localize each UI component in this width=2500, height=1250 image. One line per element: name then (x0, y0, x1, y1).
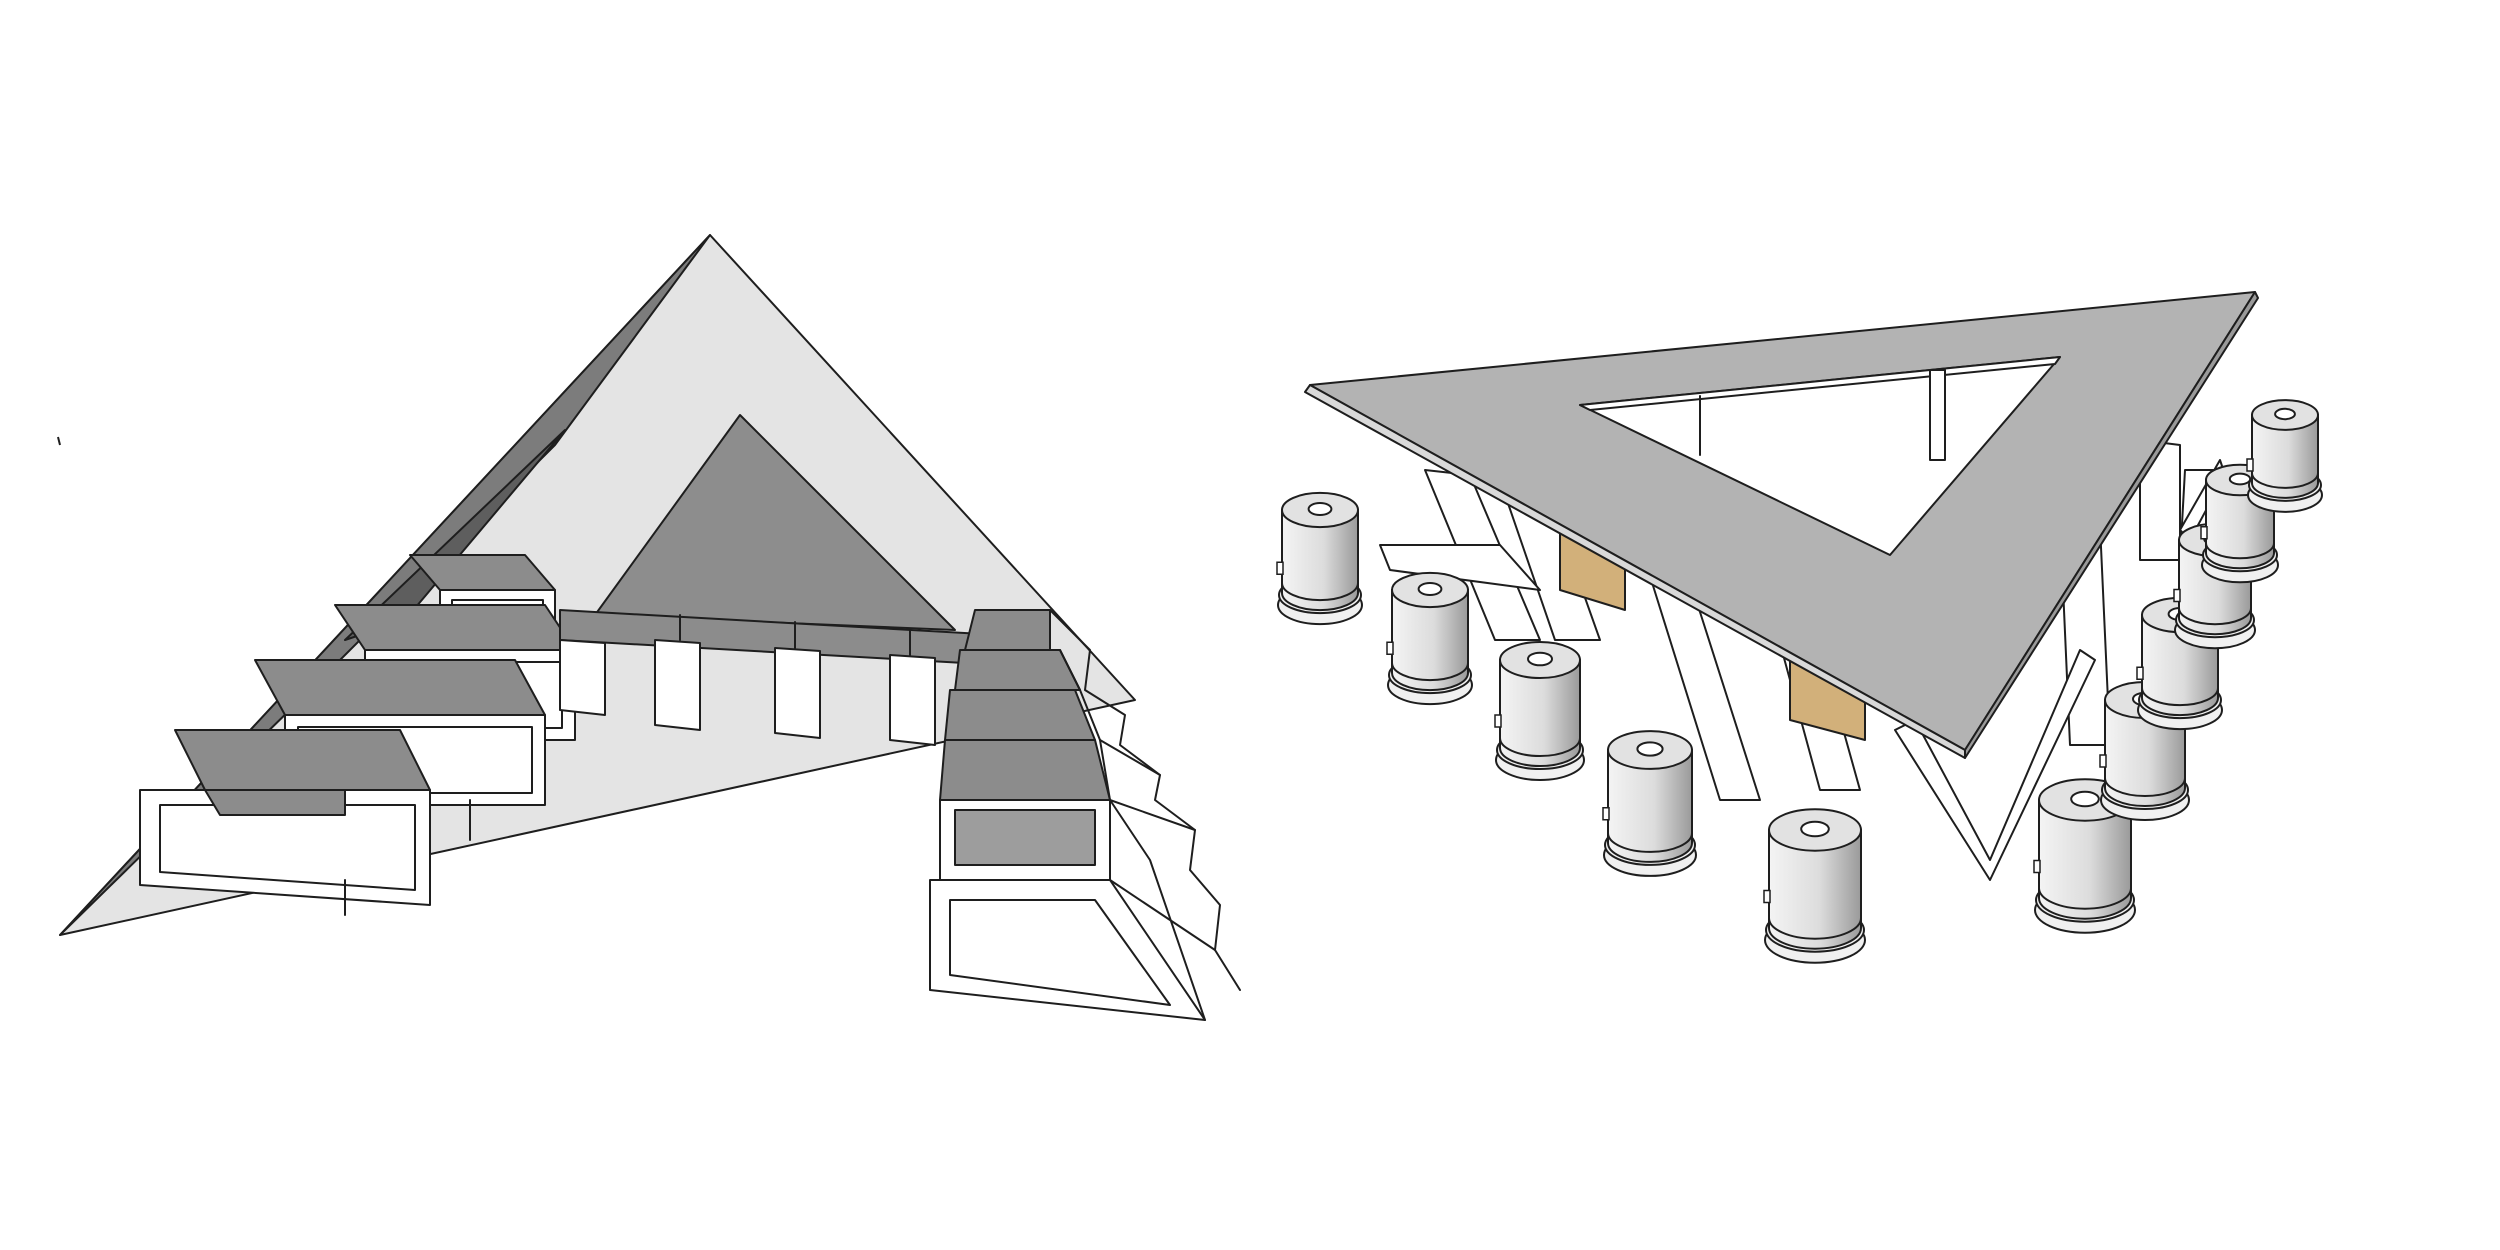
bench-top (954, 649, 1081, 691)
triangular-stepped-seating-model (59, 234, 1241, 1021)
left-bench-stack (139, 554, 576, 916)
bench-top (334, 604, 576, 651)
v-support-frame (1894, 649, 2096, 881)
bucket-stool (1763, 808, 1866, 964)
bucket-stool (2246, 399, 2323, 513)
support-frame (1379, 544, 1541, 591)
frame-member (1099, 739, 1161, 776)
bench-top (254, 659, 546, 716)
bucket-stool (2200, 463, 2279, 584)
bench-frame (889, 654, 936, 746)
stray-mark (57, 436, 61, 446)
bench-top (944, 689, 1096, 741)
bucket-stool (1276, 491, 1363, 626)
bench-top (939, 739, 1111, 801)
bench-top (174, 729, 431, 791)
bench-frame-opening (954, 809, 1096, 866)
bench-frame-opening (949, 899, 1171, 1006)
bucket-stool (1602, 730, 1697, 877)
bench-top (964, 609, 1051, 651)
stair-profile (1059, 649, 1206, 1021)
center-bench-row (559, 609, 1001, 746)
bench-top (204, 789, 346, 816)
bench-frame (559, 639, 606, 716)
bench-frame (654, 639, 701, 731)
bench-frame (774, 647, 821, 739)
post-through-hole (1929, 369, 1946, 461)
stair-profile (1049, 609, 1241, 991)
right-bench-stack (929, 609, 1241, 1021)
stool-group (1276, 399, 2323, 964)
table-top-edge (1964, 291, 2259, 759)
frame-member (1109, 799, 1196, 831)
triangular-ring-table-model (1276, 291, 2323, 964)
frame-member (1109, 879, 1216, 951)
bucket-stool (1494, 641, 1585, 781)
bucket-stool (1386, 571, 1473, 706)
